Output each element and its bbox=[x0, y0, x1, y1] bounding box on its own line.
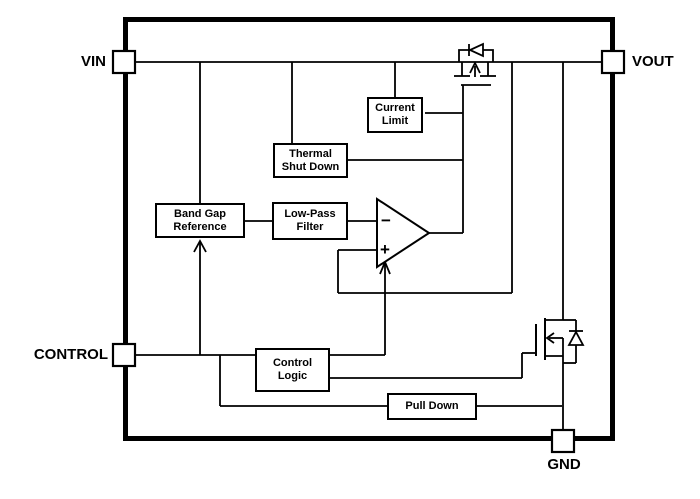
vin-pin-square bbox=[111, 49, 137, 75]
vout-pin-label: VOUT bbox=[632, 53, 674, 70]
control-logic-block: Control Logic bbox=[255, 348, 330, 392]
ic-boundary bbox=[123, 17, 615, 441]
block-label-line: Low-Pass bbox=[284, 208, 336, 220]
block-label-line: Shut Down bbox=[281, 160, 340, 173]
vin-pin-label: VIN bbox=[80, 53, 106, 70]
amp-noninverting-sign: + bbox=[380, 240, 390, 259]
control-pin-label: CONTROL bbox=[33, 346, 108, 363]
block-label-line: Thermal bbox=[289, 147, 332, 160]
nmos-body-diode-icon bbox=[563, 319, 585, 364]
error-amplifier-symbol bbox=[376, 197, 431, 269]
block-label-line: Filter bbox=[296, 221, 324, 233]
bulk-arrow-icon bbox=[469, 60, 481, 74]
bulk-arrow-icon bbox=[545, 332, 555, 344]
pull-down-block: Pull Down bbox=[387, 393, 477, 420]
block-label-line: Reference bbox=[173, 220, 227, 233]
control-pin-square bbox=[111, 342, 137, 368]
nmos-pulldown-transistor-symbol bbox=[535, 62, 564, 430]
block-label-line: Control bbox=[272, 357, 313, 369]
enable-arrow bbox=[379, 259, 391, 355]
pmos-body-diode-icon bbox=[458, 42, 494, 62]
low-pass-filter-block: Low-Pass Filter bbox=[272, 202, 348, 240]
thermal-shutdown-block: Thermal Shut Down bbox=[273, 143, 348, 178]
block-label-line: Logic bbox=[277, 370, 308, 382]
vout-pin-square bbox=[600, 49, 626, 75]
block-label-line: Band Gap bbox=[174, 207, 226, 220]
current-limit-block: Current Limit bbox=[367, 97, 423, 133]
block-label-line: Pull Down bbox=[405, 400, 459, 412]
pmos-pass-transistor-symbol bbox=[454, 60, 496, 86]
block-label-line: Current bbox=[375, 102, 415, 114]
gnd-pin-label: GND bbox=[547, 456, 581, 473]
reference-arrow bbox=[193, 239, 207, 355]
gnd-pin-square bbox=[550, 428, 576, 454]
amp-inverting-sign: − bbox=[381, 211, 391, 230]
block-label-line: Limit bbox=[381, 115, 409, 127]
band-gap-reference-block: Band Gap Reference bbox=[155, 203, 245, 238]
wires bbox=[135, 61, 603, 407]
